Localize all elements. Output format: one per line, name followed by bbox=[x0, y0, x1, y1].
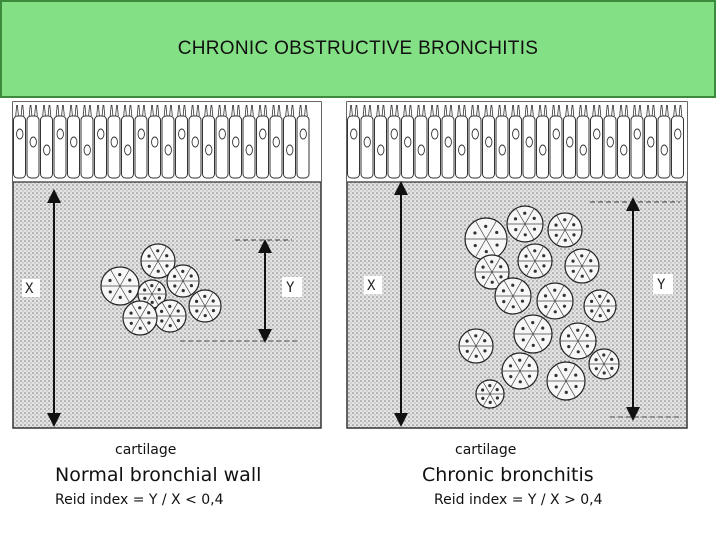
cell-nucleus bbox=[218, 128, 226, 140]
page-title: CHRONIC OBSTRUCTIVE BRONCHITIS bbox=[177, 38, 539, 59]
left-panel-title: Normal bronchial wall bbox=[55, 464, 262, 486]
right-x-label: X bbox=[367, 278, 376, 294]
cell-nucleus bbox=[444, 136, 452, 148]
right-reid-index: Reid index = Y / X > 0,4 bbox=[434, 492, 603, 508]
cell-nucleus bbox=[178, 128, 186, 140]
right-glands bbox=[458, 205, 620, 409]
epithelial-cell bbox=[215, 115, 229, 179]
right-panel-title: Chronic bronchitis bbox=[422, 464, 594, 486]
cell-nucleus bbox=[164, 144, 172, 156]
cell-nucleus bbox=[485, 136, 493, 148]
cell-nucleus bbox=[205, 144, 213, 156]
cell-nucleus bbox=[124, 144, 132, 156]
cell-nucleus bbox=[29, 136, 37, 148]
cell-nucleus bbox=[660, 144, 668, 156]
left-reid-index: Reid index = Y / X < 0,4 bbox=[55, 492, 224, 508]
epithelial-cell bbox=[671, 115, 684, 179]
normal-wall-panel: X Y bbox=[12, 101, 322, 429]
epithelial-cell bbox=[590, 115, 603, 179]
cell-nucleus bbox=[83, 144, 91, 156]
cell-nucleus bbox=[245, 144, 253, 156]
cell-nucleus bbox=[137, 128, 145, 140]
epithelial-cell bbox=[468, 115, 482, 179]
cell-nucleus bbox=[191, 136, 199, 148]
cell-nucleus bbox=[458, 144, 466, 156]
cell-nucleus bbox=[363, 136, 371, 148]
epithelial-cell bbox=[13, 115, 26, 179]
cell-nucleus bbox=[539, 144, 547, 156]
epithelial-cell bbox=[549, 115, 563, 179]
cell-nucleus bbox=[350, 128, 358, 140]
cell-nucleus bbox=[633, 128, 641, 140]
cell-nucleus bbox=[512, 128, 520, 140]
cell-nucleus bbox=[377, 144, 385, 156]
epithelial-cell bbox=[53, 115, 67, 179]
cell-nucleus bbox=[16, 128, 24, 140]
left-x-label: X bbox=[25, 281, 34, 297]
cell-nucleus bbox=[579, 144, 587, 156]
left-epithelium bbox=[13, 102, 321, 183]
cell-nucleus bbox=[70, 136, 78, 148]
epithelial-cell bbox=[256, 115, 269, 179]
left-y-label: Y bbox=[286, 280, 295, 296]
title-banner bbox=[0, 0, 716, 98]
cell-nucleus bbox=[620, 144, 628, 156]
right-y-label: Y bbox=[657, 277, 666, 293]
cell-nucleus bbox=[404, 136, 412, 148]
cell-nucleus bbox=[151, 136, 159, 148]
cell-nucleus bbox=[390, 128, 398, 140]
cell-nucleus bbox=[471, 128, 479, 140]
epithelial-cell bbox=[296, 115, 310, 179]
cell-nucleus bbox=[417, 144, 425, 156]
epithelial-cell bbox=[347, 115, 360, 179]
cell-nucleus bbox=[674, 128, 682, 140]
cell-nucleus bbox=[606, 136, 614, 148]
cell-nucleus bbox=[259, 128, 267, 140]
cell-nucleus bbox=[593, 128, 601, 140]
bronchial-wall-diagram: X Y X Y bbox=[12, 101, 688, 429]
cell-nucleus bbox=[286, 144, 294, 156]
cell-nucleus bbox=[97, 128, 105, 140]
epithelial-cell bbox=[134, 115, 148, 179]
chronic-bronchitis-panel: X Y bbox=[346, 101, 688, 429]
right-cartilage-label: cartilage bbox=[455, 442, 517, 458]
cell-nucleus bbox=[110, 136, 118, 148]
left-glands bbox=[100, 243, 222, 336]
epithelial-cell bbox=[428, 115, 441, 179]
epithelial-cell bbox=[175, 115, 188, 179]
epithelial-cell bbox=[630, 115, 644, 179]
epithelial-cell bbox=[94, 115, 107, 179]
cell-nucleus bbox=[43, 144, 51, 156]
cell-nucleus bbox=[525, 136, 533, 148]
cell-nucleus bbox=[232, 136, 240, 148]
cell-nucleus bbox=[272, 136, 280, 148]
cell-nucleus bbox=[566, 136, 574, 148]
cell-nucleus bbox=[56, 128, 64, 140]
cell-nucleus bbox=[299, 128, 307, 140]
cell-nucleus bbox=[552, 128, 560, 140]
cell-nucleus bbox=[647, 136, 655, 148]
left-cartilage-label: cartilage bbox=[115, 442, 177, 458]
cell-nucleus bbox=[431, 128, 439, 140]
cell-nucleus bbox=[498, 144, 506, 156]
right-epithelium bbox=[347, 102, 687, 183]
epithelial-cell bbox=[387, 115, 401, 179]
epithelial-cell bbox=[509, 115, 522, 179]
